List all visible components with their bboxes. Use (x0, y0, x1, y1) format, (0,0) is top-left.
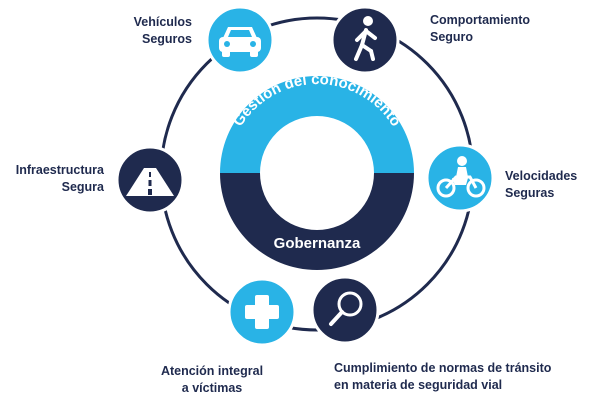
governance-segment (220, 173, 414, 270)
label-vehiculos: Vehículos Seguros (133, 15, 192, 46)
node-infraestructura (115, 145, 185, 215)
label-velocidades: Velocidades Seguras (505, 169, 578, 200)
knowledge-management-segment (220, 76, 414, 173)
label-cumplimiento: Cumplimiento de normas de tránsito en ma… (334, 361, 552, 392)
medical-cross-icon (245, 295, 279, 329)
walking-person-icon (354, 16, 377, 61)
node-vehiculos (205, 5, 275, 75)
motorcycle-icon (436, 156, 486, 198)
label-comportamiento: Comportamiento Seguro (430, 13, 530, 44)
node-comportamiento (330, 5, 400, 75)
node-atencion (227, 277, 297, 347)
label-atencion: Atención integral a víctimas (160, 364, 264, 395)
governance-label: Gobernanza (274, 235, 361, 252)
magnifier-icon (329, 291, 363, 326)
label-infraestructura: Infraestructura Segura (15, 163, 104, 194)
car-icon (219, 27, 261, 57)
road-icon (126, 168, 174, 196)
node-velocidades (425, 143, 495, 213)
node-cumplimiento (310, 275, 380, 345)
